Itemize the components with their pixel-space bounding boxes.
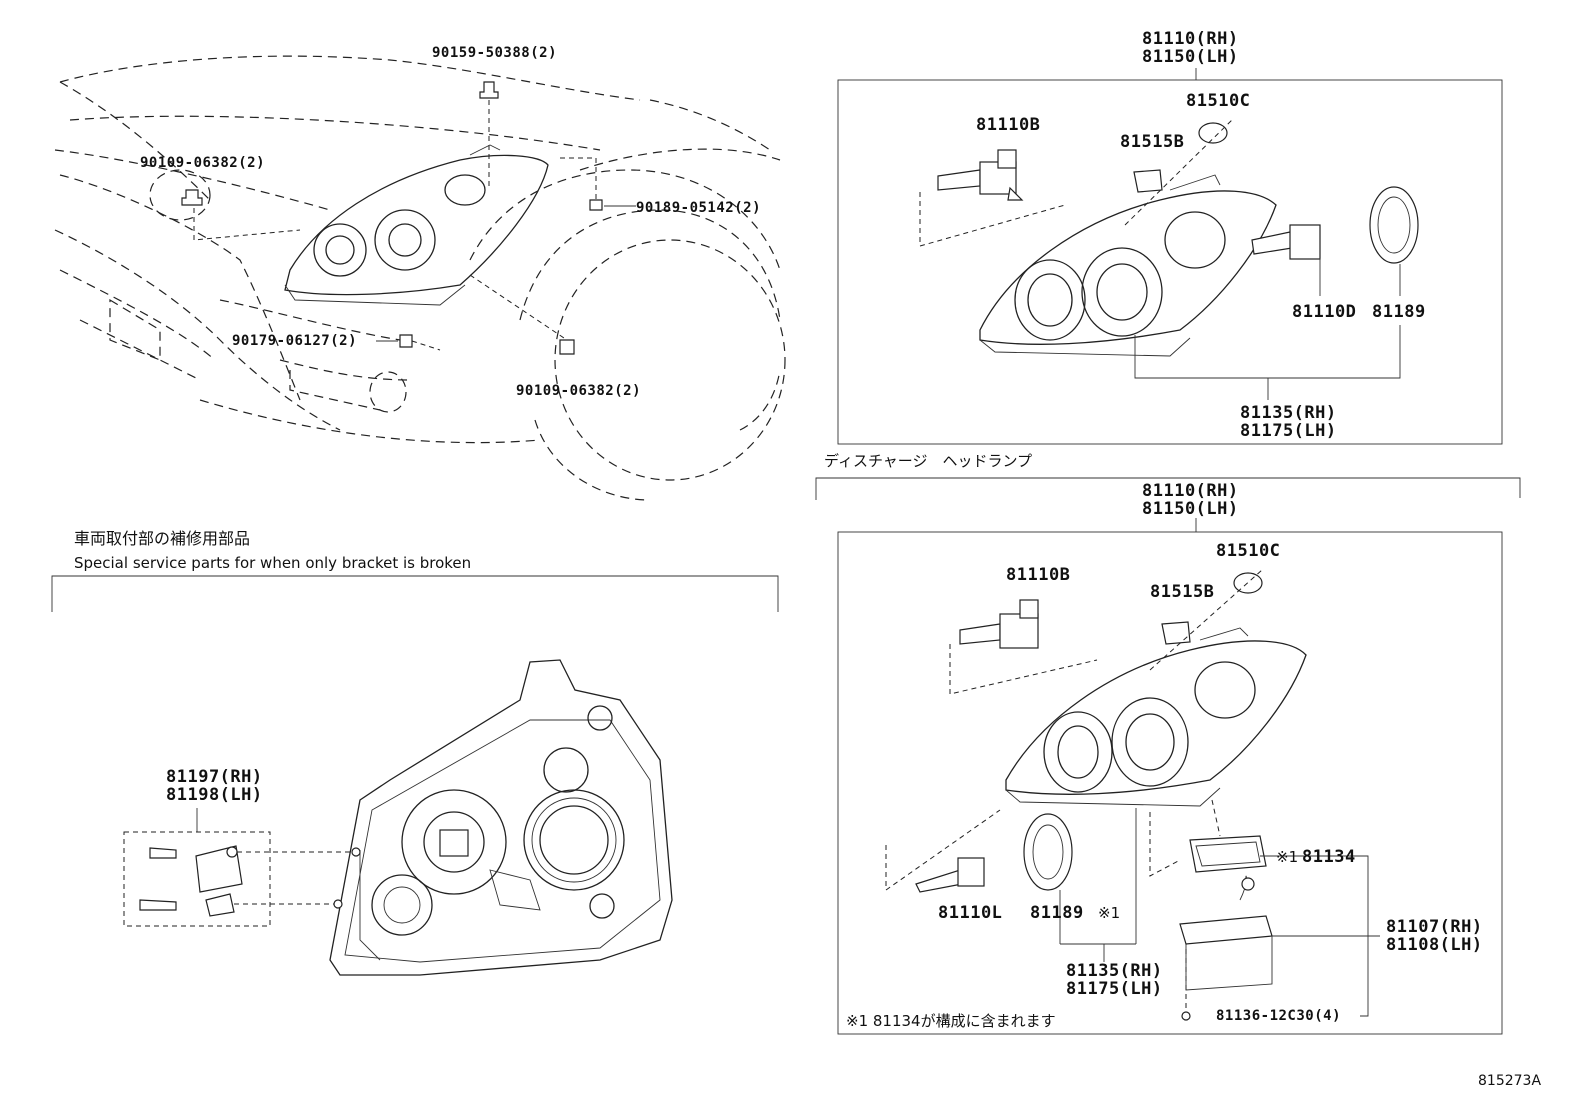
note-marker-cover: ※1 <box>1098 904 1121 922</box>
label-81110-rh: 81110(RH) <box>1142 29 1239 49</box>
label-81189: 81189 <box>1372 302 1426 322</box>
label-81110-rh-discharge: 81110(RH) <box>1142 481 1239 501</box>
label-screw-90109-lower: 90109-06382(2) <box>516 383 642 399</box>
label-81108-lh: 81108(LH) <box>1386 935 1483 955</box>
label-clip-90179: 90179-06127(2) <box>232 333 358 349</box>
label-screw-90109-upper: 90109-06382(2) <box>140 155 266 171</box>
service-parts-section <box>51 575 779 976</box>
label-81135-rh-discharge: 81135(RH) <box>1066 961 1163 981</box>
label-81175-lh: 81175(LH) <box>1240 421 1337 441</box>
discharge-title: ディスチャージ ヘッドランプ <box>824 452 1033 470</box>
figure-id: 815273A <box>1478 1073 1542 1089</box>
label-clip-90189: 90189-05142(2) <box>636 200 762 216</box>
label-bolt-90159: 90159-50388(2) <box>432 45 558 61</box>
label-81107-rh: 81107(RH) <box>1386 917 1483 937</box>
label-81198-lh: 81198(LH) <box>166 785 263 805</box>
label-81515b-discharge: 81515B <box>1150 582 1215 602</box>
label-81136: 81136-12C30(4) <box>1216 1008 1342 1024</box>
label-81110l: 81110L <box>938 903 1003 923</box>
label-headlamp-assy-discharge: 81110(RH) 81150(LH) <box>1142 482 1239 518</box>
service-title-en: Special service parts for when only brac… <box>74 554 472 572</box>
label-81175-lh-discharge: 81175(LH) <box>1066 979 1163 999</box>
label-81197-rh: 81197(RH) <box>166 767 263 787</box>
service-title-jp: 車両取付部の補修用部品 <box>74 529 251 548</box>
label-81510c-discharge: 81510C <box>1216 541 1281 561</box>
label-81110d: 81110D <box>1292 302 1357 322</box>
label-81189-discharge: 81189 <box>1030 903 1084 923</box>
discharge-headlamp-box <box>815 477 1521 1035</box>
label-headlamp-assy-upper: 81110(RH) 81150(LH) <box>1142 30 1239 66</box>
vehicle-front-illustration <box>54 55 786 501</box>
label-81150-lh-discharge: 81150(LH) <box>1142 499 1239 519</box>
headlamp-rear-view-illustration <box>329 659 673 976</box>
label-bracket: 81197(RH) 81198(LH) <box>166 768 263 804</box>
label-81110b: 81110B <box>976 115 1041 135</box>
bulb-81110b-illustration <box>937 149 1024 201</box>
label-ballast: 81107(RH) 81108(LH) <box>1386 918 1483 954</box>
label-lamp-unit-discharge: 81135(RH) 81175(LH) <box>1066 962 1163 998</box>
label-81150-lh: 81150(LH) <box>1142 47 1239 67</box>
label-81515b: 81515B <box>1120 132 1185 152</box>
note-marker-gasket: ※1 <box>1276 848 1299 866</box>
upper-headlamp-box <box>837 68 1503 445</box>
label-lamp-unit-upper: 81135(RH) 81175(LH) <box>1240 404 1337 440</box>
label-81135-rh: 81135(RH) <box>1240 403 1337 423</box>
label-81134: 81134 <box>1302 847 1356 867</box>
label-81510c: 81510C <box>1186 91 1251 111</box>
discharge-footnote: ※1 81134が構成に含まれます <box>846 1012 1056 1030</box>
label-81110b-discharge: 81110B <box>1006 565 1071 585</box>
